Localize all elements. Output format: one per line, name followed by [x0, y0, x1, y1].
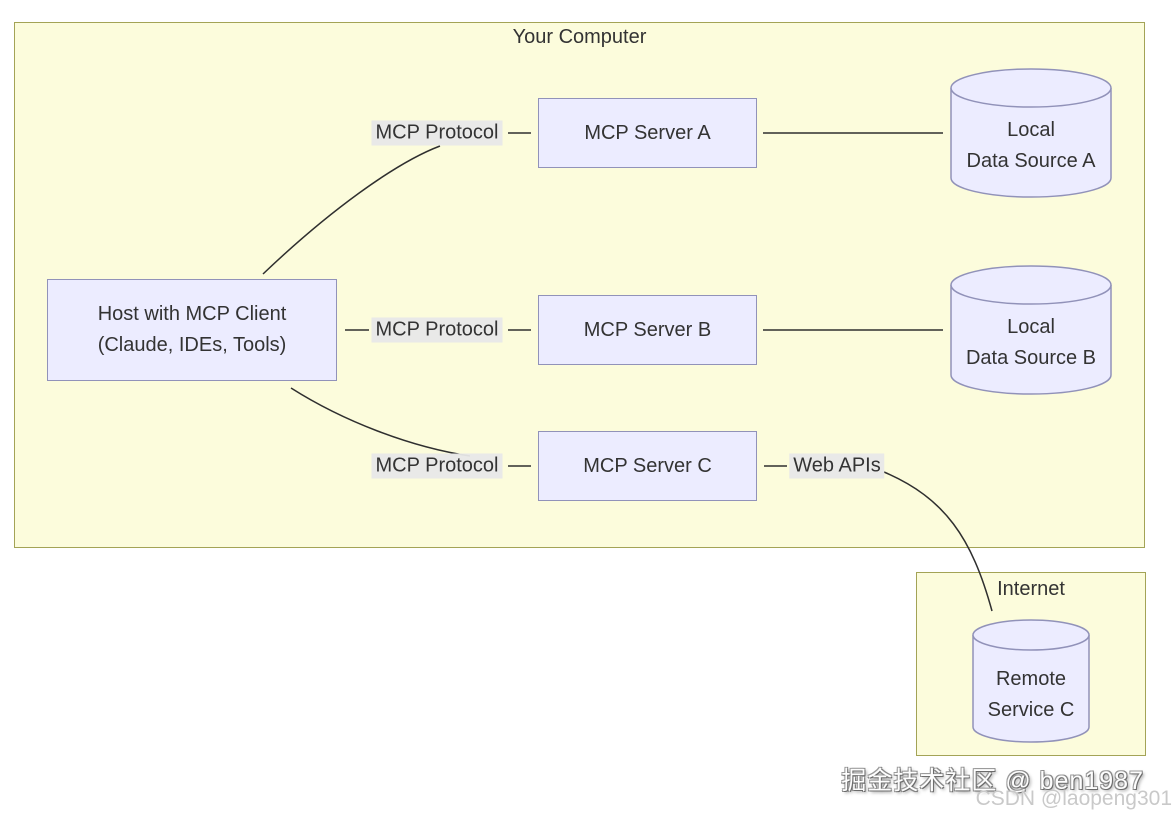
remote-service-c-line1: Remote: [995, 668, 1067, 690]
data-source-b-line2: Data Source B: [965, 347, 1097, 369]
edge-label-web-apis: Web APIs: [789, 453, 885, 479]
group-internet-title: Internet: [997, 578, 1065, 600]
cylinder-shape: [950, 68, 1112, 198]
data-source-b-line1: Local: [1007, 316, 1055, 338]
node-mcp-server-a-label: MCP Server A: [584, 121, 711, 144]
cylinder-shape: [950, 265, 1112, 395]
edge-label-mcp-protocol-c: MCP Protocol: [371, 453, 503, 479]
data-source-a-line1: Local: [1007, 119, 1055, 141]
edge-label-mcp-protocol-a: MCP Protocol: [371, 120, 503, 146]
node-host-with-mcp-client: Host with MCP Client (Claude, IDEs, Tool…: [47, 279, 337, 381]
node-mcp-server-c-label: MCP Server C: [583, 454, 712, 477]
cylinder-local-data-source-b: Local Data Source B: [950, 265, 1112, 395]
remote-service-c-line2: Service C: [987, 699, 1075, 721]
group-your-computer-title: Your Computer: [512, 26, 647, 48]
node-mcp-server-b: MCP Server B: [538, 295, 757, 365]
data-source-a-line2: Data Source A: [966, 150, 1096, 172]
node-host-line1: Host with MCP Client: [97, 303, 287, 325]
cylinder-remote-service-c: Remote Service C: [972, 619, 1090, 744]
node-mcp-server-c: MCP Server C: [538, 431, 757, 501]
edge-label-mcp-protocol-b: MCP Protocol: [371, 317, 503, 343]
cylinder-local-data-source-a: Local Data Source A: [950, 68, 1112, 198]
node-mcp-server-b-label: MCP Server B: [583, 318, 712, 341]
node-mcp-server-a: MCP Server A: [538, 98, 757, 168]
watermark-csdn: CSDN @laopeng301: [975, 787, 1172, 810]
watermark-juejin: 掘金技术社区 @ ben1987: [841, 767, 1144, 795]
cylinder-shape: [972, 619, 1090, 743]
node-host-line2: (Claude, IDEs, Tools): [97, 334, 287, 356]
